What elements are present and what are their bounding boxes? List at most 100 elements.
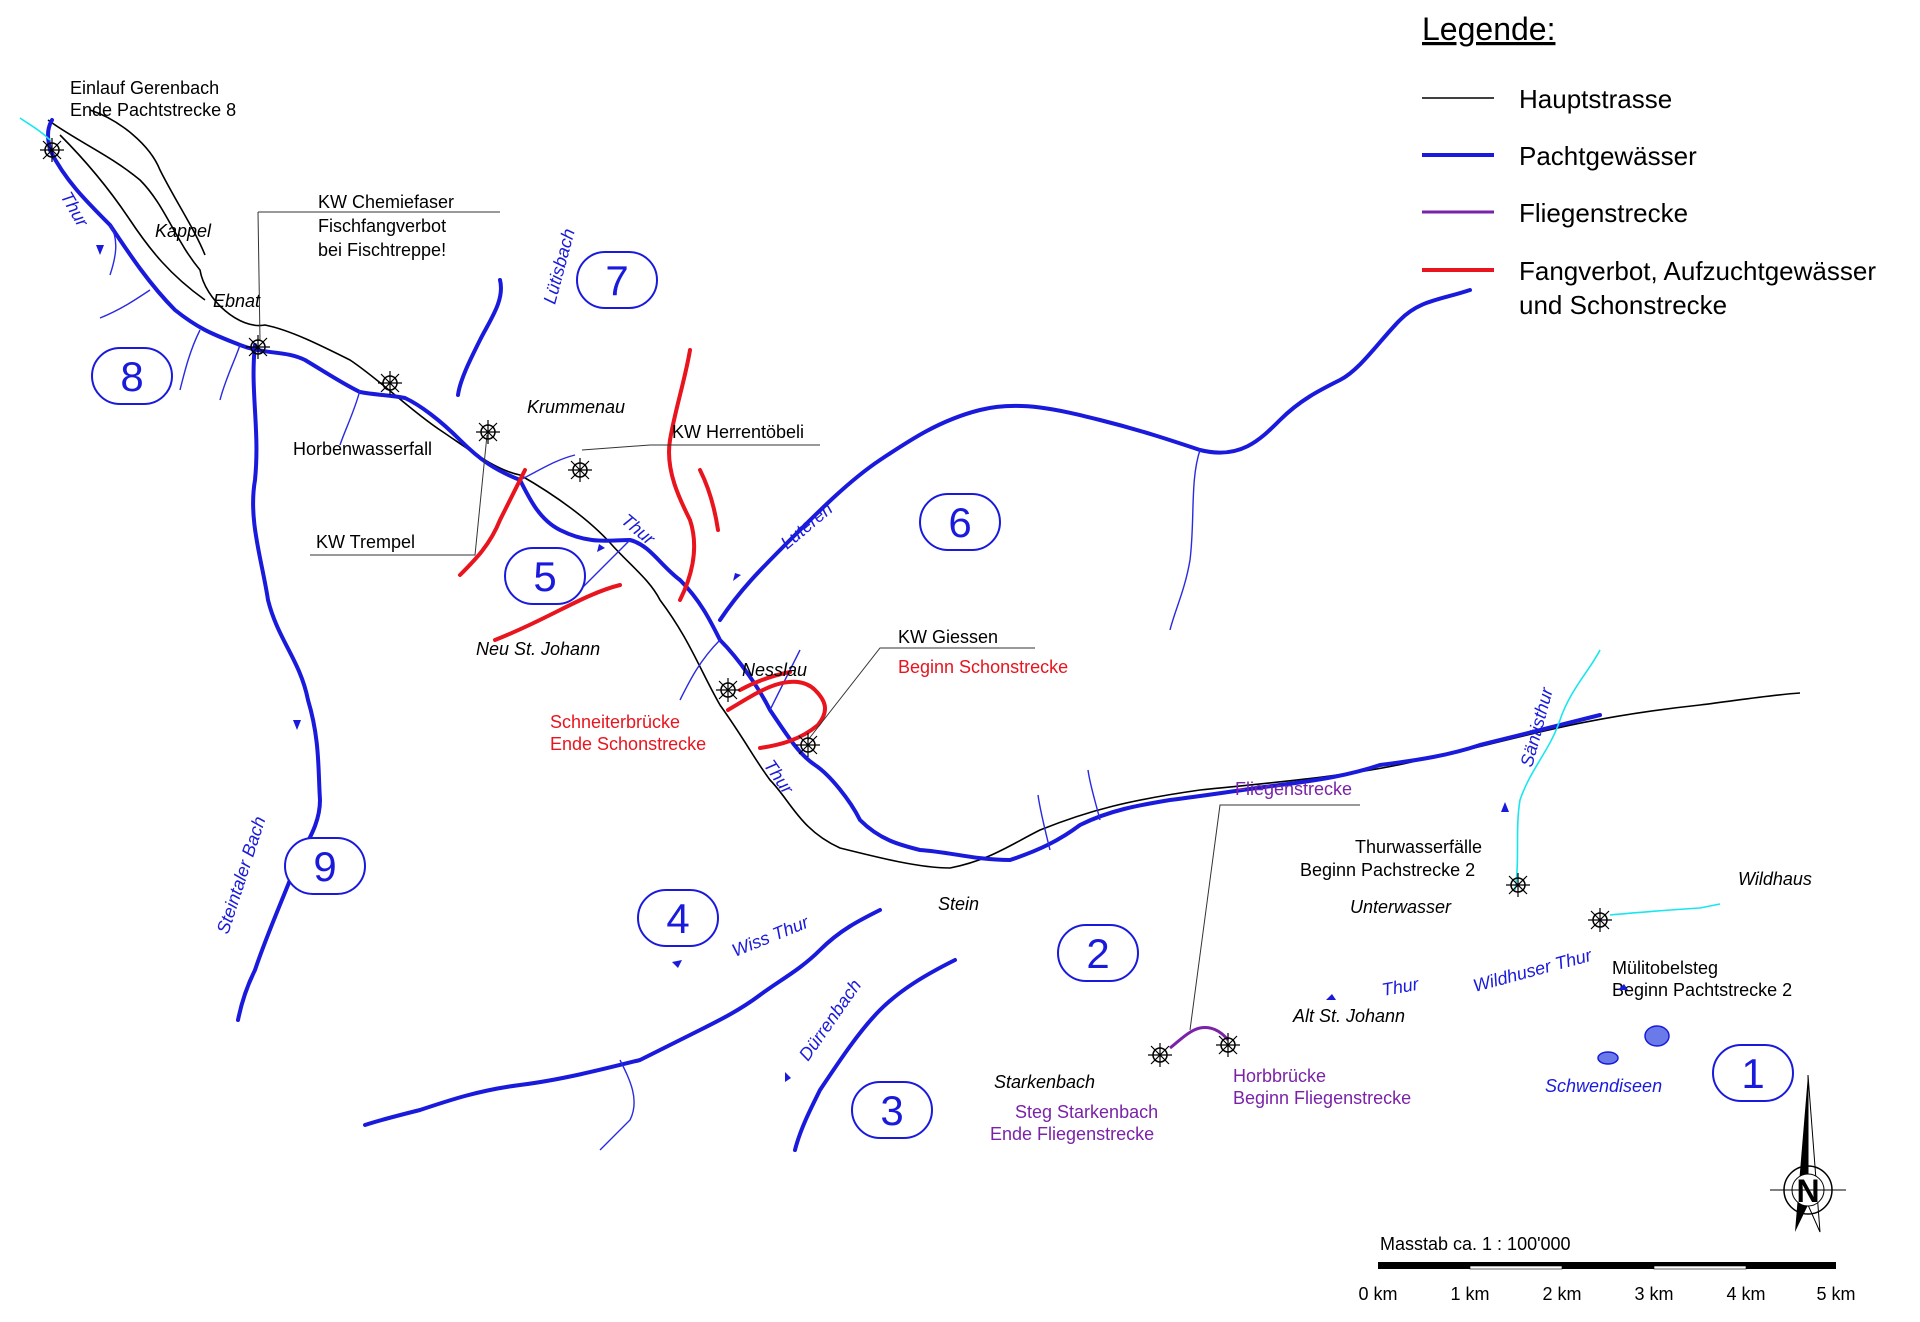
kw-symbol-chemiefaser (246, 335, 270, 359)
place-krummenau: Krummenau (527, 397, 625, 417)
leader-kw-giessen (807, 647, 1035, 741)
section-badge-9: 9 (284, 837, 366, 895)
label-ende-schonstrecke: Ende Schonstrecke (550, 734, 706, 754)
section-number: 2 (1086, 930, 1109, 977)
label-ende-fliegenstrecke: Ende Fliegenstrecke (990, 1124, 1154, 1144)
red-stream-herrentoebeli-2 (698, 468, 720, 532)
place-ebnat: Ebnat (213, 291, 261, 311)
tributary (579, 539, 631, 591)
flow-arrow (1618, 984, 1628, 990)
tributary (679, 639, 721, 701)
kw-symbol-muelitobel (1588, 908, 1612, 932)
tributary (769, 649, 801, 711)
leader-kw-trempel (310, 434, 488, 556)
label-muelitobelsteg: Mülitobelsteg (1612, 958, 1718, 978)
flow-arrow (96, 245, 104, 255)
scale-tick-4: 4 km (1726, 1284, 1765, 1304)
label-fliegenstrecke: Fliegenstrecke (1235, 779, 1352, 799)
section-badge-1: 1 (1712, 1044, 1794, 1102)
section-badge-5: 5 (504, 547, 586, 605)
river-steintaler-bach (236, 343, 322, 1022)
label-kw-giessen: KW Giessen (898, 627, 998, 647)
section-badge-2: 2 (1057, 924, 1139, 982)
label-fischfangverbot: Fischfangverbot (318, 216, 446, 236)
water-duerrenbach: Dürrenbach (795, 976, 865, 1065)
scale-tick-0: 0 km (1358, 1284, 1397, 1304)
legend-label-fliegenstrecke: Fliegenstrecke (1519, 198, 1688, 228)
label-beginn-schonstrecke: Beginn Schonstrecke (898, 657, 1068, 677)
legend: Legende: Hauptstrasse Pachtgewässer Flie… (1422, 11, 1876, 320)
legend-label-schonstrecke: und Schonstrecke (1519, 290, 1727, 320)
water-luteren: Luteren (777, 498, 837, 553)
label-horbenwasserfall: Horbenwasserfall (293, 439, 432, 459)
section-badge-6: 6 (919, 493, 1001, 551)
label-kw-chemiefaser: KW Chemiefaser (318, 192, 454, 212)
red-stream-5a (458, 468, 527, 577)
section-number: 5 (533, 553, 556, 600)
section-badge-7: 7 (576, 251, 658, 309)
section-number: 8 (120, 353, 143, 400)
fliegenstrecke-line (1169, 1026, 1230, 1050)
north-arrow: N (1770, 1074, 1846, 1233)
red-schonstrecke-2 (738, 670, 792, 692)
section-number: 6 (948, 499, 971, 546)
section-number: 3 (880, 1087, 903, 1134)
section-badge-4: 4 (637, 889, 719, 947)
legend-label-hauptstrasse: Hauptstrasse (1519, 84, 1672, 114)
river-luetisbach (456, 278, 503, 397)
water-wiss-thur: Wiss Thur (729, 912, 812, 961)
river-duerrenbach (793, 958, 957, 1152)
flow-arrow (1326, 994, 1336, 1000)
kw-symbol-giessen (796, 733, 820, 757)
tributary (519, 454, 576, 481)
river-saentisthur (1514, 649, 1601, 891)
kw-symbol-thurwasserfaelle (1506, 873, 1530, 897)
place-stein: Stein (938, 894, 979, 914)
place-alt-st-johann: Alt St. Johann (1292, 1006, 1405, 1026)
kw-symbol-herrentoebeli (568, 458, 592, 482)
lake-schwendiseen-2 (1597, 1051, 1619, 1065)
tributary (339, 389, 361, 446)
legend-label-pachtgewaesser: Pachtgewässer (1519, 141, 1697, 171)
label-horbbruecke: Horbbrücke (1233, 1066, 1326, 1086)
kw-symbol-trempel (476, 420, 500, 444)
label-beginn-pachstrecke-2: Beginn Pachstrecke 2 (1300, 860, 1475, 880)
section-number: 9 (313, 843, 336, 890)
kw-symbol-mid (378, 371, 402, 395)
flow-arrow (785, 1072, 791, 1082)
main-road-branch-2 (59, 134, 206, 301)
leader-fliegenstrecke (1189, 804, 1360, 1031)
water-thur-4: Thur (1380, 974, 1421, 1000)
label-kw-herrentoebeli: KW Herrentöbeli (672, 422, 804, 442)
legend-label-fangverbot: Fangverbot, Aufzuchtgewässer (1519, 256, 1876, 286)
cyan-stream-gerenbach (19, 117, 51, 141)
flow-arrow (1501, 802, 1509, 812)
section-badge-3: 3 (851, 1081, 933, 1139)
kw-symbol-steg (1148, 1043, 1172, 1067)
leader-kw-herrentoebeli (581, 444, 820, 451)
kw-symbol-einlauf (40, 138, 64, 162)
water-thur-3: Thur (760, 756, 798, 799)
section-number: 1 (1741, 1050, 1764, 1097)
flow-arrow (672, 960, 682, 968)
place-kappel: Kappel (155, 221, 212, 241)
place-unterwasser: Unterwasser (1350, 897, 1452, 917)
tributary (109, 224, 117, 276)
tributary (1087, 769, 1101, 821)
place-neu-st-johann: Neu St. Johann (476, 639, 600, 659)
section-number: 4 (666, 895, 689, 942)
red-schonstrecke (726, 679, 827, 750)
section-badge-8: 8 (91, 347, 173, 405)
scale-tick-3: 3 km (1634, 1284, 1673, 1304)
water-schwendiseen: Schwendiseen (1545, 1076, 1662, 1096)
river-wildhuser-thur-cyan (1609, 903, 1721, 916)
lake-schwendiseen-1 (1644, 1025, 1670, 1047)
label-thurwasserfaelle: Thurwasserfälle (1355, 837, 1482, 857)
label-beginn-fliegenstrecke: Beginn Fliegenstrecke (1233, 1088, 1411, 1108)
river-luteren (718, 288, 1472, 622)
tributary (1169, 449, 1201, 631)
water-thur-1: Thur (57, 188, 93, 231)
place-starkenbach: Starkenbach (994, 1072, 1095, 1092)
water-luetisbach: Lütisbach (540, 226, 579, 306)
